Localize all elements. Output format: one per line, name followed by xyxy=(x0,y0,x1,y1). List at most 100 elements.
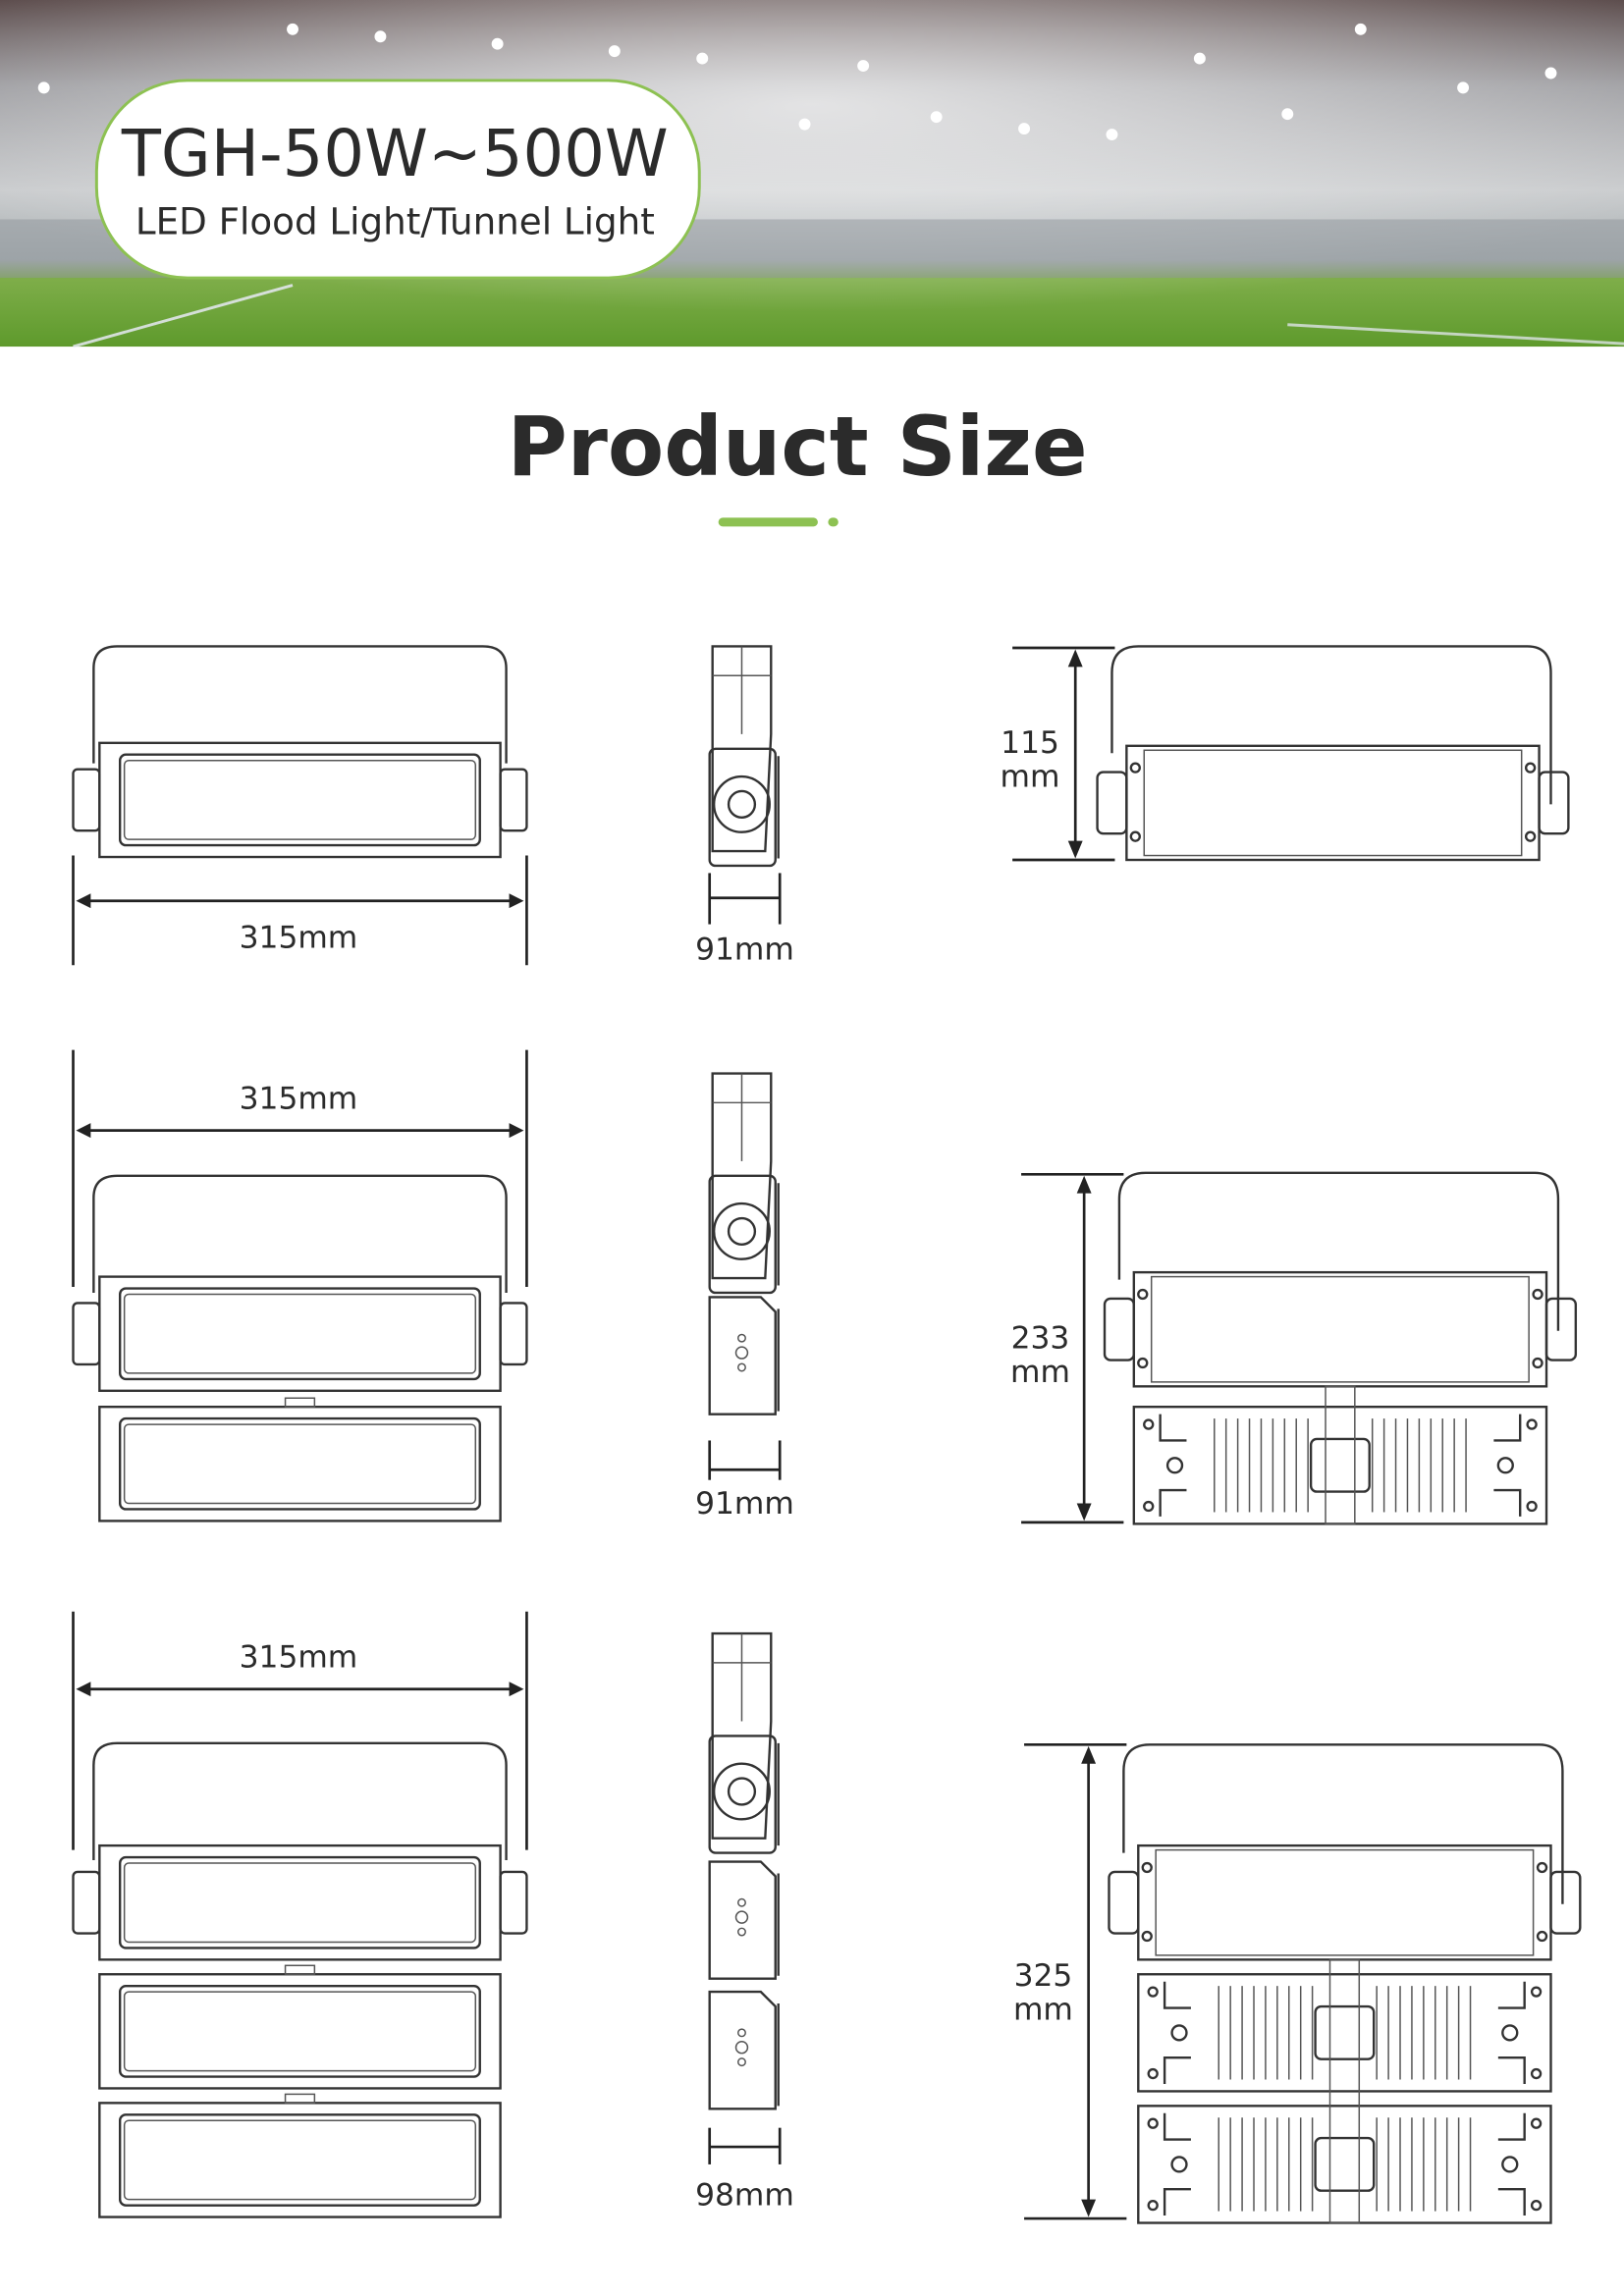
side-knob xyxy=(72,1870,101,1935)
mount-plate xyxy=(1309,1437,1371,1493)
housing-side xyxy=(708,1735,777,1854)
side-knob xyxy=(1538,771,1570,835)
title-underline xyxy=(718,517,818,527)
module-side xyxy=(708,1990,777,2110)
side-knob xyxy=(72,768,101,832)
screw xyxy=(1147,1986,1159,1998)
pivot-bolt xyxy=(727,789,757,819)
stadium-light xyxy=(1544,67,1557,80)
led-lens xyxy=(118,2113,481,2207)
led-lens-inner xyxy=(123,1862,477,1944)
rear-view xyxy=(1021,1171,1578,1525)
heat-sink-panel xyxy=(1132,1406,1548,1525)
rear-view xyxy=(1024,1743,1582,2224)
side-knob xyxy=(1108,1870,1140,1935)
section-title: Product Size xyxy=(508,400,1088,495)
screw xyxy=(1530,1986,1543,1998)
screw-hole xyxy=(734,1910,749,1924)
pivot-joint xyxy=(712,1762,771,1821)
side-knob xyxy=(1096,771,1128,835)
screw xyxy=(1147,2117,1159,2129)
mount-plate xyxy=(1314,2136,1376,2192)
corner-bracket xyxy=(1163,2112,1526,2216)
screw xyxy=(1137,1288,1149,1301)
pitch-line xyxy=(1287,323,1624,346)
mounting-bracket xyxy=(1122,1743,1564,1904)
stadium-light xyxy=(798,118,811,131)
rear-module xyxy=(1125,744,1541,862)
depth-label: 91mm xyxy=(695,932,794,967)
vent-hole xyxy=(1170,2024,1188,2042)
title-badge xyxy=(94,79,701,280)
side-knob xyxy=(1103,1297,1136,1362)
screw xyxy=(1129,762,1141,774)
screw xyxy=(1526,1500,1538,1513)
screw-hole xyxy=(737,2057,746,2067)
drawing-row-1 xyxy=(72,645,1570,966)
corner-bracket xyxy=(1159,1414,1522,1517)
stadium-light xyxy=(491,37,504,50)
stadium-light xyxy=(1106,129,1118,141)
led-lens-inner xyxy=(123,1991,477,2072)
stadium-light xyxy=(1193,52,1206,65)
stadium-light xyxy=(857,60,870,73)
stadium-light xyxy=(1457,81,1470,94)
product-model-title: TGH-50W~500W xyxy=(121,117,669,191)
screw xyxy=(1129,830,1141,842)
width-label: 315mm xyxy=(240,1081,358,1116)
led-lens-inner xyxy=(123,759,477,840)
rear-module xyxy=(1137,1843,1552,1961)
module-connector xyxy=(284,1964,316,1975)
width-label: 315mm xyxy=(240,920,358,955)
rear-module xyxy=(1132,1270,1548,1388)
screw xyxy=(1137,1357,1149,1369)
housing-side xyxy=(708,747,777,868)
screw xyxy=(1530,2117,1543,2129)
led-lens xyxy=(118,753,481,847)
screw xyxy=(1530,2067,1543,2080)
front-view xyxy=(72,645,528,966)
vent-hole xyxy=(1501,2156,1519,2173)
screw-hole xyxy=(737,1333,746,1343)
stadium-light xyxy=(287,23,298,35)
depth-label: 91mm xyxy=(695,1486,794,1522)
pivot-joint xyxy=(712,774,771,833)
stadium-light xyxy=(1354,23,1367,35)
drawing-row-3 xyxy=(72,1611,1582,2224)
screw xyxy=(1143,1418,1155,1430)
stadium-light xyxy=(1281,108,1294,121)
rear-module-cover xyxy=(1155,1848,1535,1956)
screw xyxy=(1141,1861,1153,1874)
screw xyxy=(1532,1288,1543,1301)
dimension-drawings xyxy=(72,645,1582,2224)
led-lens xyxy=(118,1984,481,2078)
side-knob xyxy=(499,1870,528,1935)
height-unit: mm xyxy=(1010,1355,1070,1390)
center-spine xyxy=(1328,1958,1361,2224)
mounting-bracket xyxy=(92,1741,508,1861)
module-connector xyxy=(284,1397,316,1408)
mounting-bracket xyxy=(92,645,508,764)
screw xyxy=(1524,762,1537,774)
vent-hole xyxy=(1170,2156,1188,2173)
front-view xyxy=(72,1049,528,1522)
led-lens-inner xyxy=(123,2119,477,2201)
housing-side xyxy=(708,1174,777,1295)
screw xyxy=(1147,2199,1159,2212)
module-side xyxy=(708,1296,777,1415)
led-lens-inner xyxy=(123,1293,477,1374)
side-knob xyxy=(499,1302,528,1366)
vent-hole xyxy=(1165,1457,1184,1474)
side-knob xyxy=(499,768,528,832)
led-lens-inner xyxy=(123,1423,477,1505)
mounting-bracket xyxy=(1117,1171,1560,1331)
width-label: 315mm xyxy=(240,1639,358,1675)
heat-sink-panel xyxy=(1137,1973,1552,2093)
rear-module-cover xyxy=(1150,1275,1530,1383)
height-value: 115 xyxy=(1001,725,1059,761)
side-knob xyxy=(72,1302,101,1366)
vent-hole xyxy=(1501,2024,1519,2042)
screw-hole xyxy=(737,1897,746,1907)
rear-view xyxy=(1012,645,1570,862)
pivot-bolt xyxy=(727,1216,757,1247)
